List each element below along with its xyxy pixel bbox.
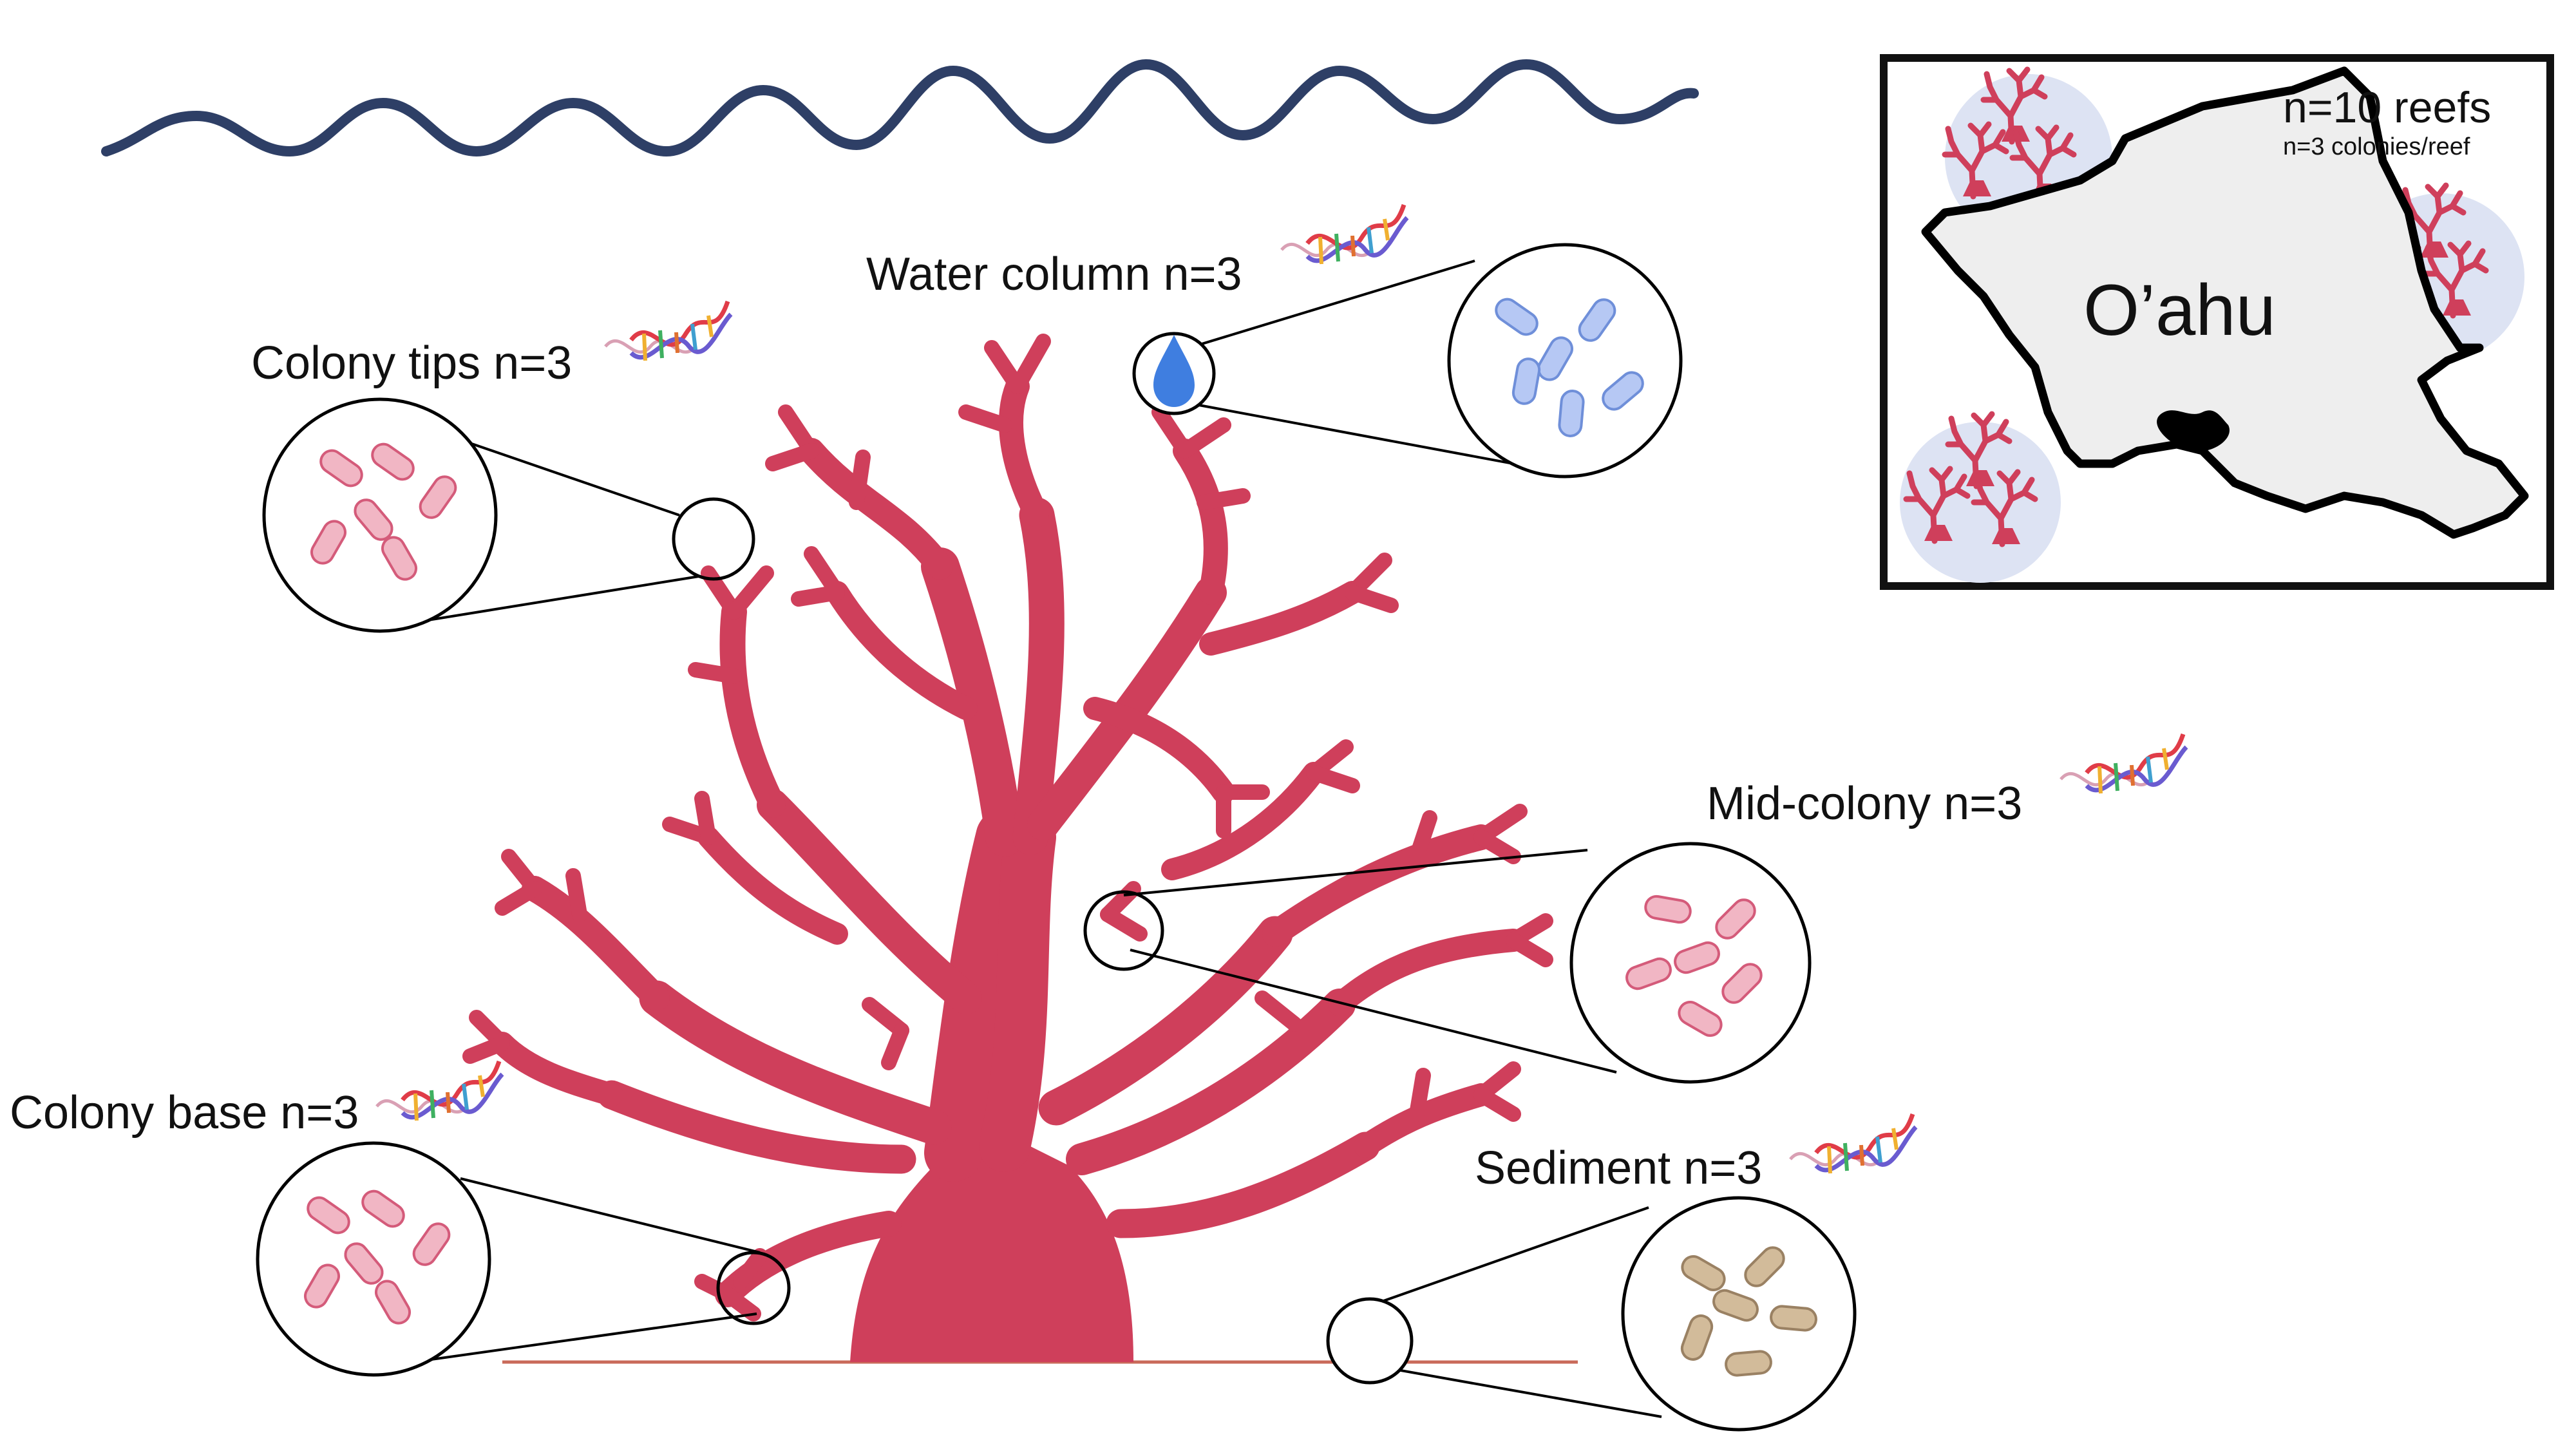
- callout-lines: [366, 260, 1662, 1418]
- sediment-bacteria-circle: [1621, 1196, 1857, 1432]
- sediment-label: Sediment n=3: [1475, 1142, 1762, 1194]
- mid-colony-sample-circle: [1083, 890, 1164, 971]
- island-label: O’ahu: [2083, 270, 2276, 350]
- colony-tips-label: Colony tips n=3: [251, 337, 572, 389]
- island-map-icon: O’ahu n=10 reefs n=3 colonies/reef: [1880, 54, 2554, 590]
- colony-base-sample-circle: [716, 1251, 791, 1325]
- dna-icon: [2061, 734, 2186, 793]
- dna-icon: [377, 1061, 502, 1121]
- mid-colony-bacteria-circle: [1569, 842, 1812, 1084]
- wave-icon: [101, 59, 1699, 157]
- bacteria-icon: [1495, 298, 1644, 437]
- water-column-label: Water column n=3: [866, 249, 1242, 300]
- colony-tips-sample-circle: [672, 497, 755, 581]
- bacteria-icon: [310, 442, 457, 581]
- dna-icon: [1282, 205, 1407, 264]
- colony-base-bacteria-circle: [256, 1141, 491, 1377]
- reefs-count-label: n=10 reefs: [2283, 83, 2491, 132]
- bacteria-icon: [304, 1189, 451, 1325]
- coral-icon: [462, 334, 1553, 1362]
- colony-tips-bacteria-circle: [262, 397, 498, 633]
- bacteria-icon: [1625, 895, 1763, 1037]
- water-column-bacteria-circle: [1447, 243, 1683, 478]
- mid-colony-label: Mid-colony n=3: [1707, 778, 2022, 829]
- water-drop-icon: [1132, 332, 1216, 415]
- sediment-sample-circle: [1326, 1297, 1414, 1385]
- dna-icon: [605, 301, 731, 361]
- oahu-island-outline: [1921, 66, 2529, 539]
- bacteria-icon: [1680, 1246, 1817, 1377]
- colonies-count-label: n=3 colonies/reef: [2283, 133, 2470, 160]
- dna-icon: [1790, 1114, 1916, 1173]
- reef-circle: [1900, 414, 2061, 583]
- colony-base-label: Colony base n=3: [10, 1087, 359, 1139]
